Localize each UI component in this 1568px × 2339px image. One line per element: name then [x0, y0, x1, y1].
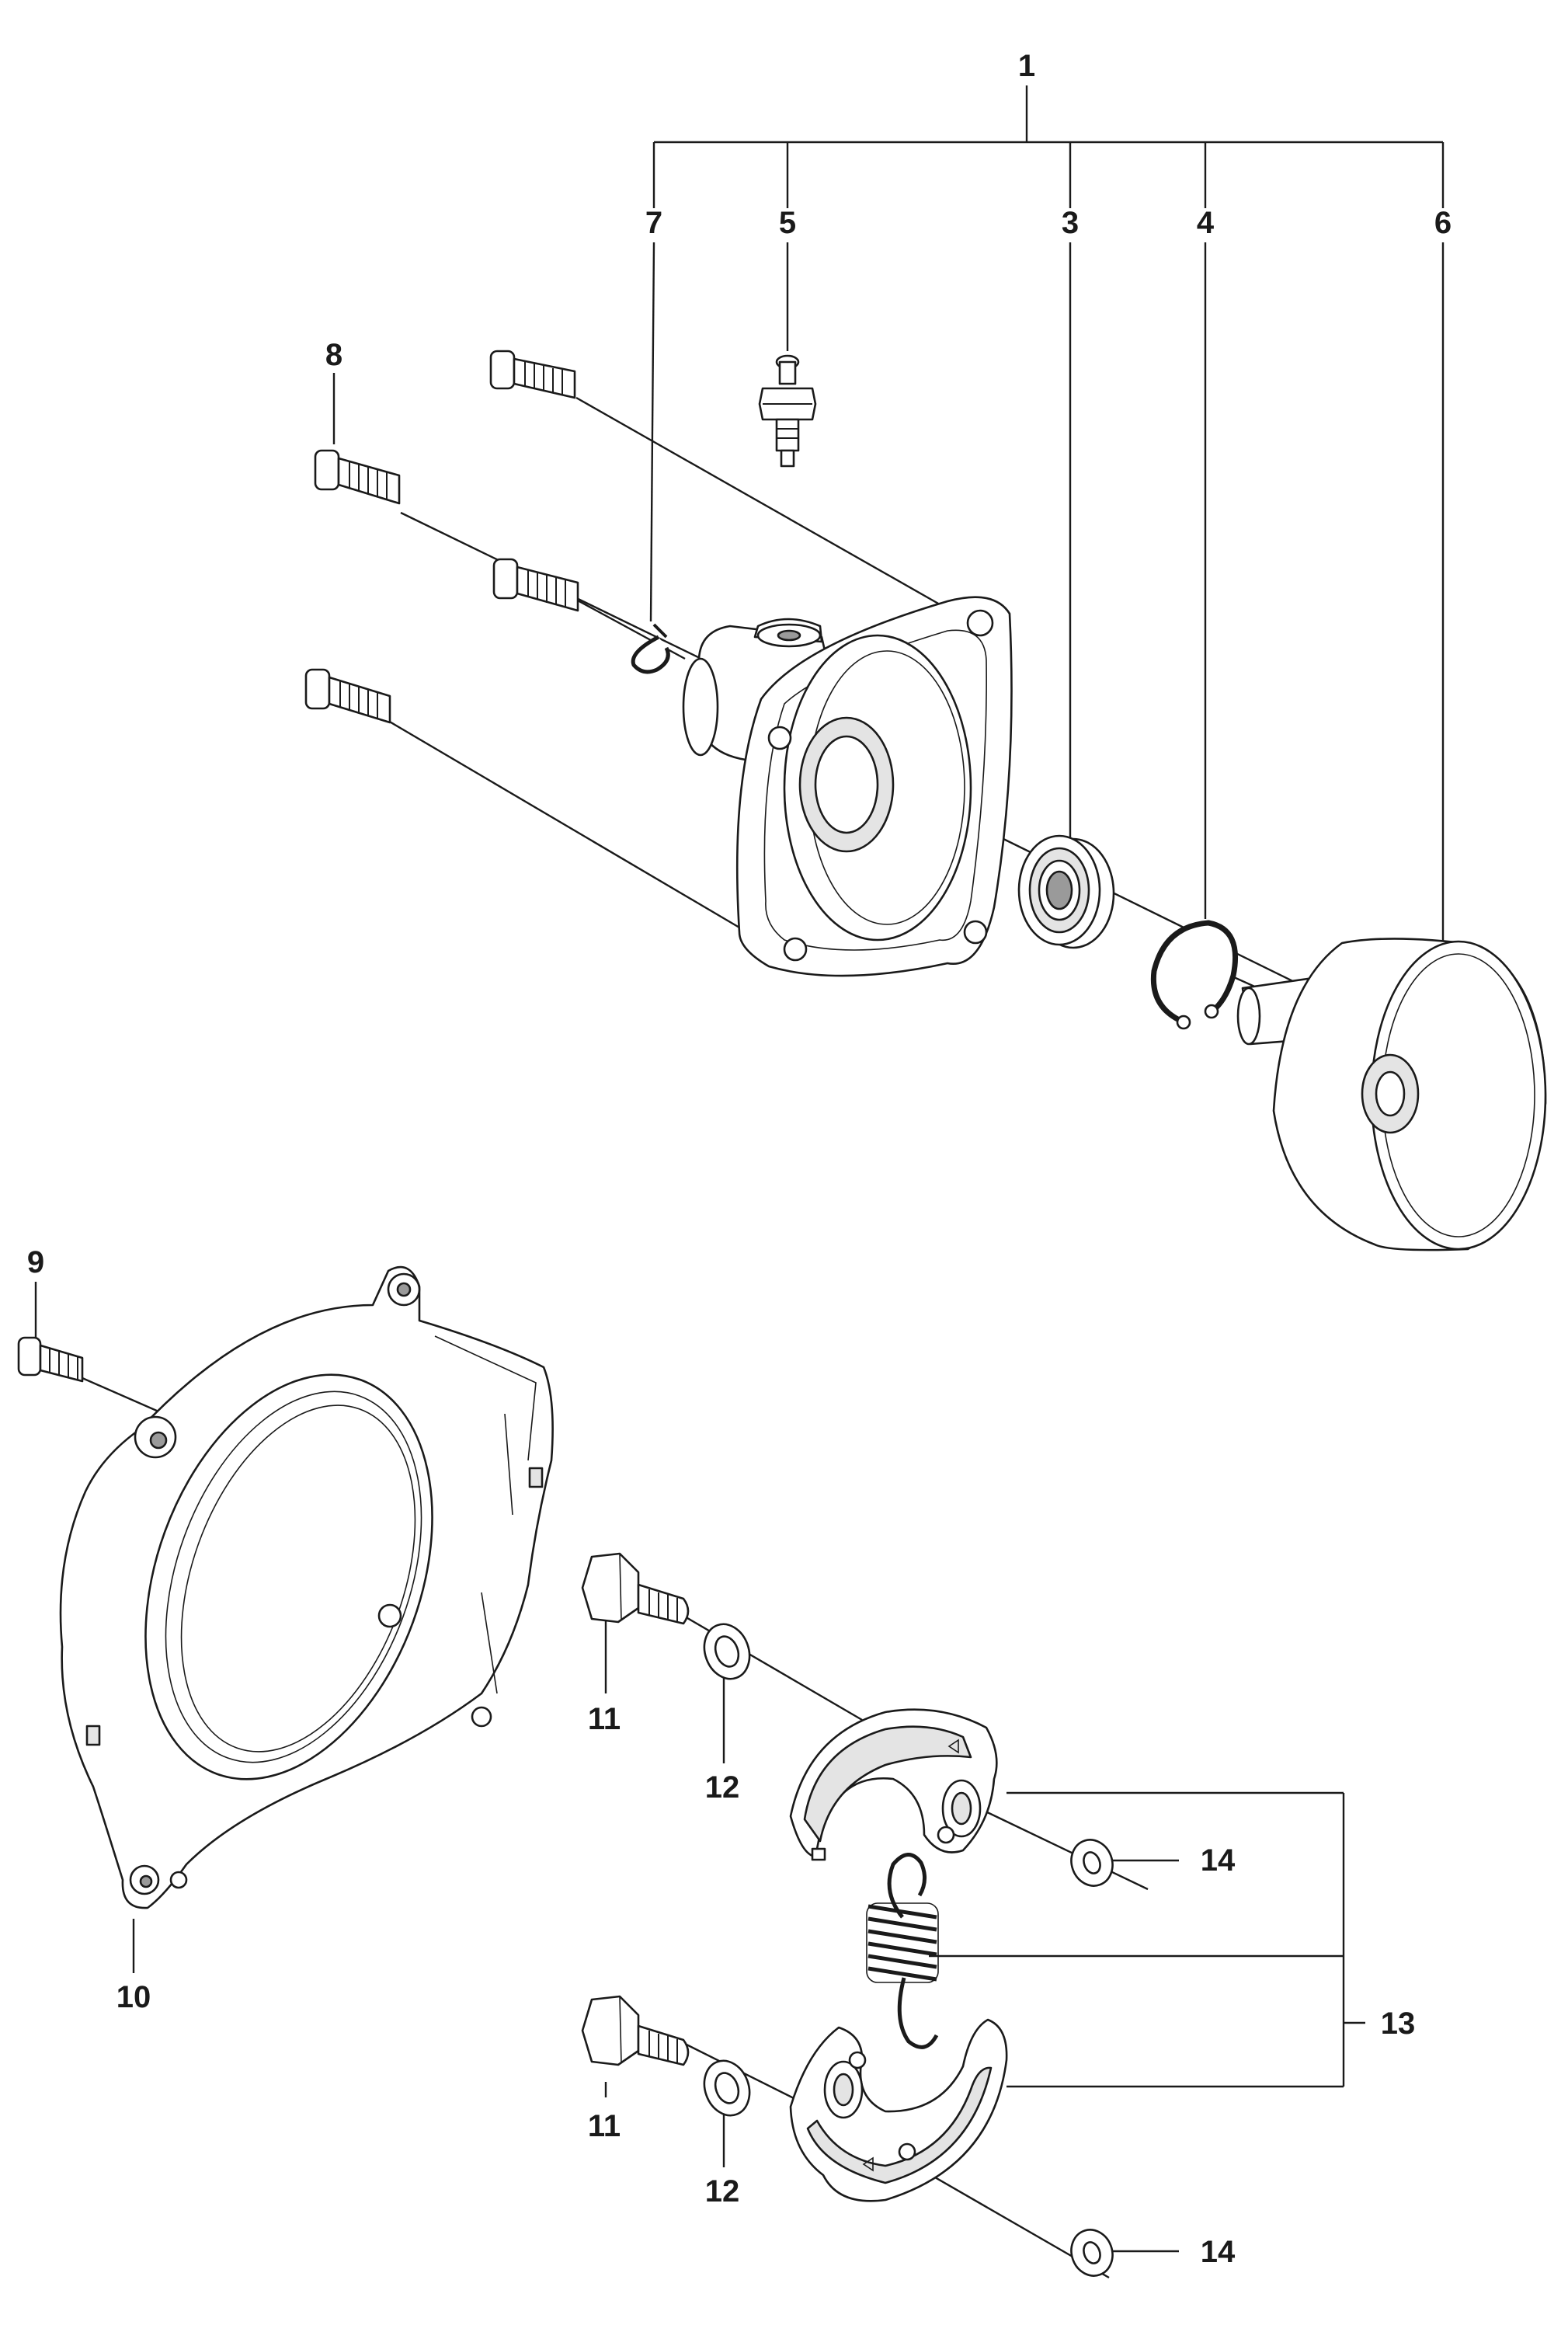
clutch-spring: [866, 1853, 939, 2049]
pivot-bolt-lower: [581, 1995, 690, 2066]
clutch-cover: [59, 1265, 554, 1909]
clutch-drum: [1236, 938, 1547, 1251]
callout-12-lower: 12: [705, 2174, 740, 2208]
callout-4: 4: [1197, 206, 1215, 240]
callout-8: 8: [325, 338, 342, 372]
callout-10: 10: [116, 1980, 151, 2014]
screw-housing-2: [314, 449, 401, 505]
grease-nipple: [758, 354, 817, 468]
screw-housing-4: [304, 668, 391, 724]
callout-7: 7: [645, 206, 662, 240]
retaining-ring: [631, 623, 670, 674]
callout-5: 5: [779, 206, 796, 240]
callout-12-upper: 12: [705, 1770, 740, 1805]
screw-cover: [17, 1336, 84, 1383]
clutch-shoe-upper: [789, 1708, 998, 1861]
washer-small-upper: [1070, 1839, 1114, 1887]
washer-small-lower: [1070, 2229, 1114, 2277]
leader-lines: [34, 85, 1445, 2279]
callout-3: 3: [1062, 206, 1079, 240]
callout-13: 13: [1381, 2007, 1416, 2041]
callout-14-upper: 14: [1201, 1843, 1236, 1878]
clutch-housing: [682, 596, 1013, 977]
washer-lower: [703, 2059, 751, 2117]
clutch-shoe-lower: [789, 2018, 1008, 2202]
callout-9: 9: [27, 1245, 44, 1279]
callout-11-lower: 11: [588, 2109, 621, 2143]
screw-housing-3: [492, 558, 579, 612]
callout-1: 1: [1018, 49, 1035, 83]
circlip: [1150, 920, 1239, 1030]
ball-bearing: [1017, 834, 1115, 949]
callout-6: 6: [1434, 206, 1452, 240]
callout-labels: 1 7 5 3 4 6 8 9 10 11 12 14 13 11 12 14: [27, 49, 1452, 2269]
callout-14-lower: 14: [1201, 2235, 1236, 2269]
screw-housing-1: [489, 350, 576, 399]
washer-upper: [703, 1623, 751, 1680]
callout-11-upper: 11: [588, 1702, 621, 1736]
pivot-bolt-upper: [581, 1552, 690, 1625]
